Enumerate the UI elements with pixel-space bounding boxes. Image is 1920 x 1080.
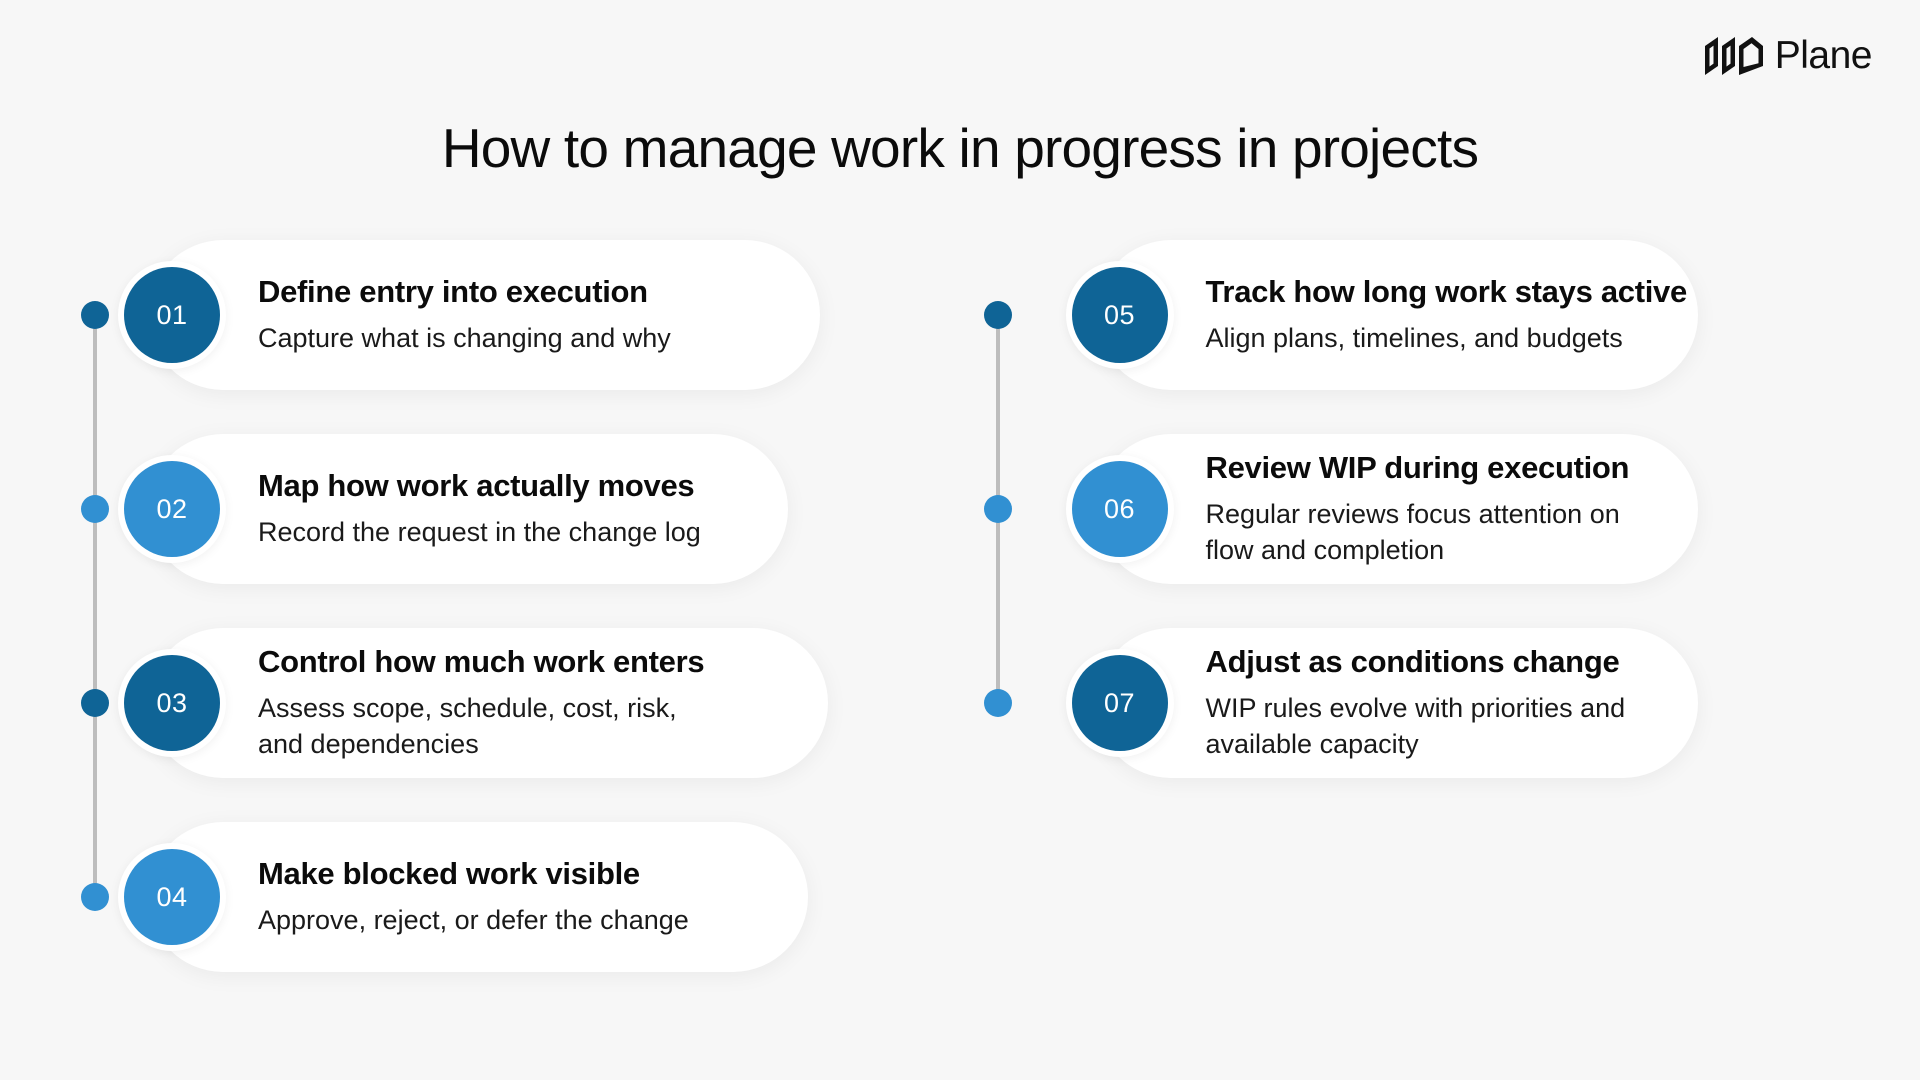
step-card <box>148 434 788 584</box>
step-number-badge: 07 <box>1065 649 1174 757</box>
step-number-badge: 04 <box>118 843 226 951</box>
step-card <box>1095 434 1698 584</box>
step-card <box>148 628 828 778</box>
step-number-badge: 03 <box>118 649 226 757</box>
step-description: WIP rules evolve with priorities and ava… <box>1205 692 1626 759</box>
step-card <box>1095 240 1698 390</box>
step-title: Review WIP during execution <box>1205 450 1630 486</box>
step-title: Define entry into execution <box>258 274 648 310</box>
step-number-badge: 06 <box>1065 455 1174 563</box>
timeline-dot <box>983 495 1012 523</box>
step-number: 05 <box>1071 267 1168 363</box>
timeline-dot <box>81 689 109 717</box>
step-description: Align plans, timelines, and budgets <box>1205 322 1623 353</box>
step-number-badge: 02 <box>118 455 226 563</box>
step-number: 06 <box>1071 461 1168 557</box>
step-number: 04 <box>124 849 220 945</box>
step-title: Make blocked work visible <box>258 856 640 892</box>
timeline-dot <box>81 301 109 329</box>
step-description: Assess scope, schedule, cost, risk, and … <box>258 692 677 759</box>
brand-logo: Plane <box>1704 34 1873 77</box>
step-number-badge: 05 <box>1065 261 1174 369</box>
plane-logo-mark <box>1704 36 1763 75</box>
timeline-dot <box>983 301 1012 329</box>
step-description: Approve, reject, or defer the change <box>258 904 689 935</box>
timeline-dot <box>81 495 109 523</box>
timeline-dot <box>983 689 1012 717</box>
step-card <box>1095 628 1698 778</box>
timeline-dot <box>81 883 109 911</box>
step-number: 03 <box>124 655 220 751</box>
step-description: Record the request in the change log <box>258 516 701 547</box>
step-title: Control how much work enters <box>258 644 705 680</box>
step-number: 02 <box>124 461 220 557</box>
step-number: 01 <box>124 267 220 363</box>
page-title: How to manage work in progress in projec… <box>441 117 1479 179</box>
step-number-badge: 01 <box>118 261 226 369</box>
step-title: Track how long work stays active <box>1205 274 1688 310</box>
brand-name: Plane <box>1774 34 1873 77</box>
timeline-rail-left <box>93 315 97 897</box>
step-description: Regular reviews focus attention on flow … <box>1205 498 1620 565</box>
step-number: 07 <box>1071 655 1168 751</box>
step-card <box>148 240 820 390</box>
step-description: Capture what is changing and why <box>258 322 671 353</box>
step-card <box>148 822 808 972</box>
step-title: Adjust as conditions change <box>1205 644 1620 680</box>
step-title: Map how work actually moves <box>258 468 695 504</box>
